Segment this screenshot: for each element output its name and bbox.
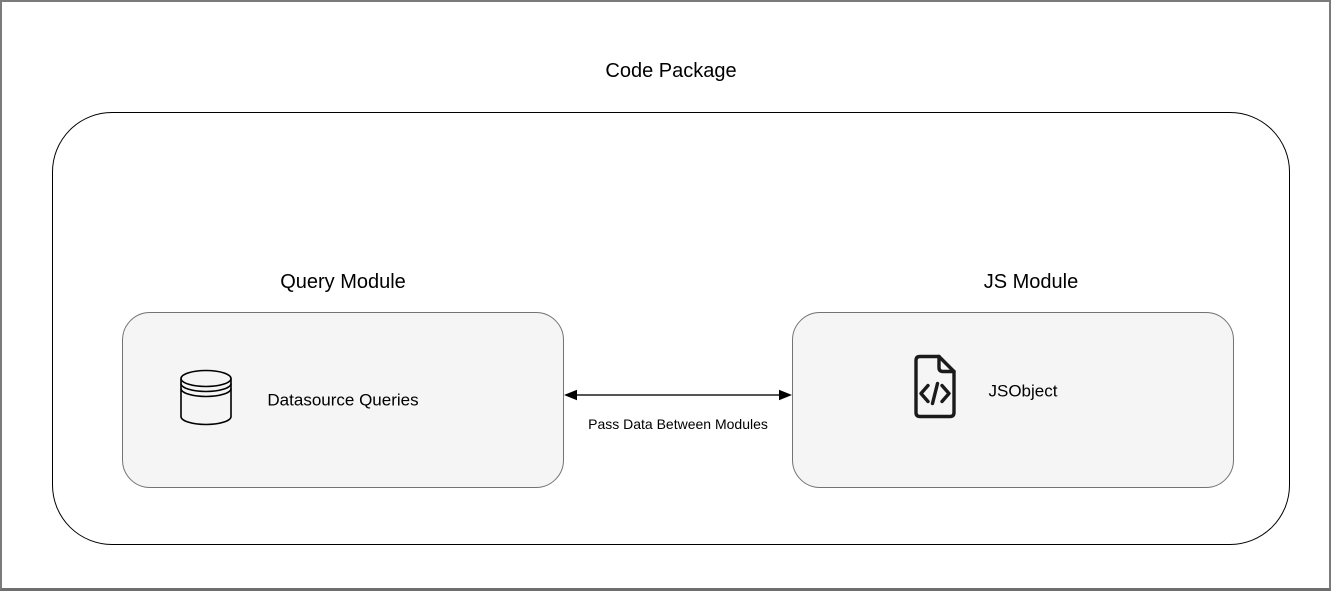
diagram-title: Code Package: [605, 60, 737, 82]
query-module-title: Query Module: [280, 271, 406, 293]
js-node-label: JSObject: [988, 381, 1058, 401]
query-node-label: Datasource Queries: [267, 390, 419, 410]
query-module-node: Datasource Queries: [122, 312, 564, 488]
js-module-title: JS Module: [983, 271, 1079, 293]
code-file-icon: [911, 354, 959, 425]
js-module-node: JSObject: [792, 312, 1234, 488]
bidirectional-arrow: [564, 389, 792, 401]
database-icon: [179, 369, 233, 432]
connector-label: Pass Data Between Modules: [588, 416, 768, 432]
